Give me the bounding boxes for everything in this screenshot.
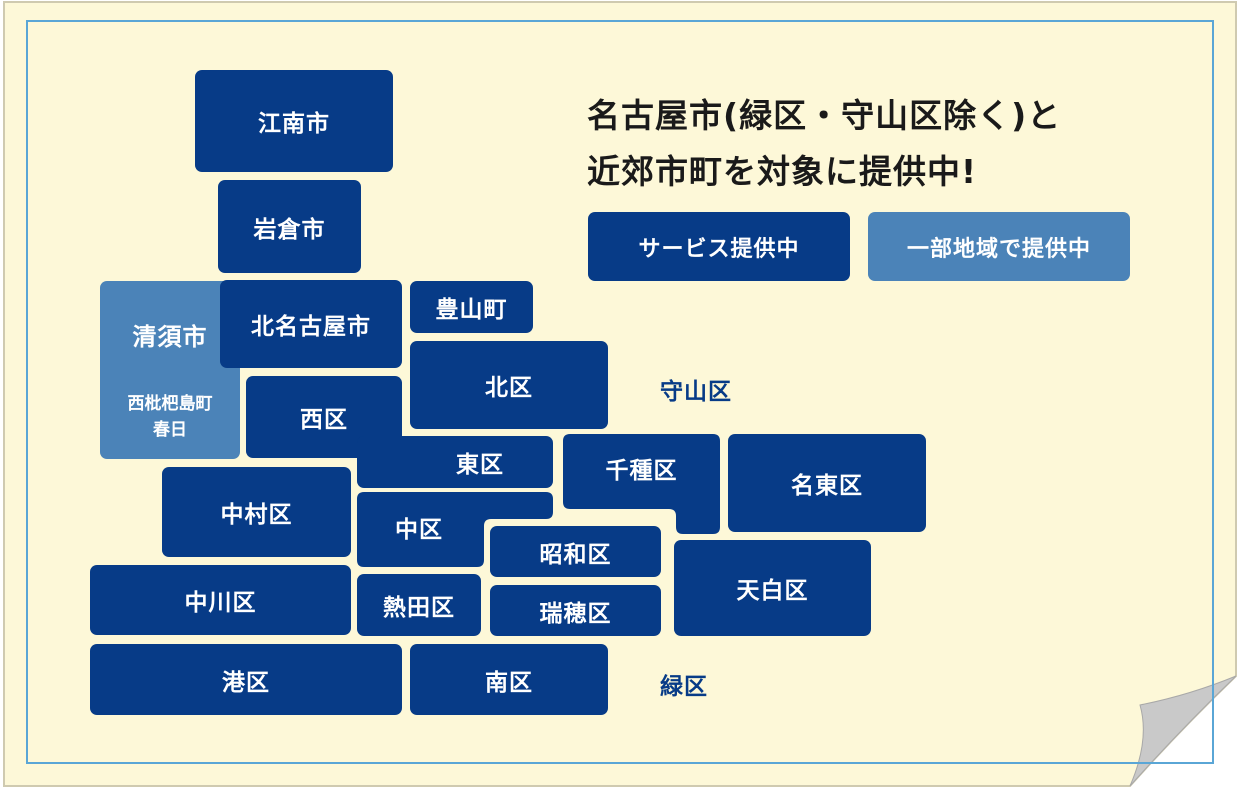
area-midori: 緑区 bbox=[660, 674, 708, 700]
headline-line-2: 近郊市町を対象に提供中! bbox=[587, 152, 978, 191]
area-moriyama: 守山区 bbox=[660, 379, 732, 405]
area-iwakura: 岩倉市 bbox=[218, 180, 361, 273]
area-higashi-label: 東区 bbox=[456, 452, 504, 478]
area-kiyosu: 清須市 西枇杷島町 春日 bbox=[100, 281, 240, 459]
area-tempaku: 天白区 bbox=[674, 540, 871, 636]
area-chikusa-shape bbox=[563, 434, 720, 534]
area-minato: 港区 bbox=[90, 644, 402, 715]
legend-full-service: サービス提供中 bbox=[588, 212, 850, 281]
area-kiyosu-sub: 西枇杷島町 春日 bbox=[100, 391, 240, 443]
area-mizuho: 瑞穂区 bbox=[490, 585, 661, 636]
area-kiyosu-sub-2: 春日 bbox=[153, 420, 187, 440]
area-naka-shape bbox=[357, 492, 553, 567]
area-kitanagoya: 北名古屋市 bbox=[220, 280, 402, 368]
headline: 名古屋市(緑区・守山区除く)と 近郊市町を対象に提供中! bbox=[587, 88, 1061, 200]
area-showa: 昭和区 bbox=[490, 526, 661, 577]
area-nakagawa: 中川区 bbox=[90, 565, 351, 635]
area-kita: 北区 bbox=[410, 341, 608, 429]
area-naka: 中区 bbox=[395, 517, 443, 543]
area-higashi: 東区 bbox=[357, 436, 553, 488]
area-meito: 名東区 bbox=[728, 434, 926, 532]
area-chikusa: 千種区 bbox=[605, 458, 678, 484]
area-kiyosu-sub-1: 西枇杷島町 bbox=[127, 394, 213, 414]
headline-line-1: 名古屋市(緑区・守山区除く)と bbox=[587, 96, 1062, 135]
area-kiyosu-label: 清須市 bbox=[132, 323, 208, 351]
legend-partial-service: 一部地域で提供中 bbox=[868, 212, 1130, 281]
area-nakamura: 中村区 bbox=[162, 467, 351, 557]
page-curl bbox=[1129, 675, 1237, 787]
area-minami: 南区 bbox=[410, 644, 608, 715]
area-atsuta: 熱田区 bbox=[357, 574, 481, 636]
area-toyoyama: 豊山町 bbox=[410, 281, 533, 333]
area-konan: 江南市 bbox=[195, 70, 393, 172]
